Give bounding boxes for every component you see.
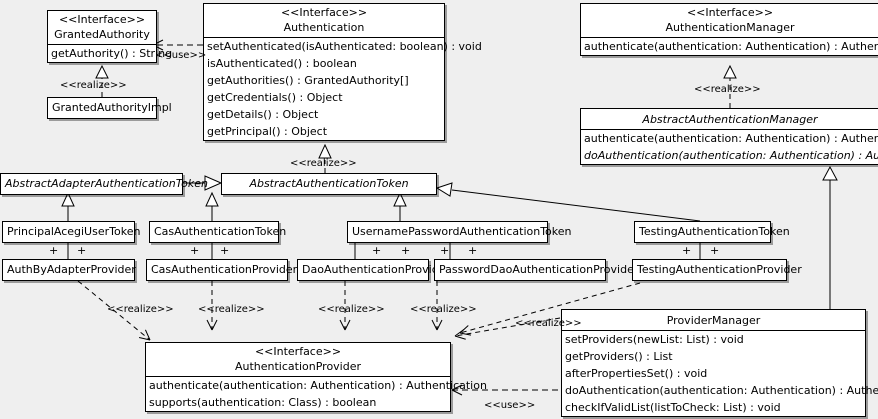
- class-name-username-password-authentication-token: UsernamePasswordAuthenticationToken: [352, 225, 572, 238]
- compartment-divider: [48, 44, 156, 45]
- multiplicity-marker: +: [682, 244, 692, 257]
- operation-get-authorities: getAuthorities() : GrantedAuthority[]: [207, 74, 409, 87]
- operation-do-authentication: doAuthentication(authentication: Authent…: [584, 149, 878, 162]
- class-name-dao-authentication-provider: DaoAuthenticationProvider: [302, 263, 450, 276]
- class-box-username-password-authentication-token[interactable]: UsernamePasswordAuthenticationToken: [347, 221, 572, 243]
- class-box-testing-authentication-token[interactable]: TestingAuthenticationToken: [634, 221, 790, 243]
- class-box-provider-manager[interactable]: ProviderManager setProviders(newList: Li…: [561, 309, 878, 417]
- class-name-auth-by-adapter-provider: AuthByAdapterProvider: [7, 263, 136, 276]
- operation-after-properties-set: afterPropertiesSet() : void: [565, 367, 708, 380]
- multiplicity-marker: +: [190, 244, 200, 257]
- operation-set-authenticated: setAuthenticated(isAuthenticated: boolea…: [207, 40, 482, 53]
- operation-get-principal: getPrincipal() : Object: [207, 125, 328, 138]
- multiplicity-marker: +: [710, 244, 720, 257]
- operation-supports: supports(authentication: Class) : boolea…: [149, 396, 377, 409]
- class-box-auth-by-adapter-provider[interactable]: AuthByAdapterProvider: [2, 259, 136, 281]
- class-name-abstract-authentication-token: AbstractAuthenticationToken: [249, 177, 409, 190]
- multiplicity-marker: +: [440, 244, 450, 257]
- class-name-abstract-adapter-authentication-token: AbstractAdapterAuthenticationToken: [5, 177, 208, 190]
- operation-get-credentials: getCredentials() : Object: [207, 91, 343, 104]
- operation-set-providers: setProviders(newList: List) : void: [565, 333, 744, 346]
- multiplicity-marker: +: [77, 244, 87, 257]
- operation-do-authentication: doAuthentication(authentication: Authent…: [565, 384, 878, 397]
- class-box-abstract-adapter-authentication-token[interactable]: AbstractAdapterAuthenticationToken: [0, 173, 208, 195]
- operation-authenticate: authenticate(authentication: Authenticat…: [149, 379, 487, 392]
- compartment-divider: [146, 376, 450, 377]
- operation-get-providers: getProviders() : List: [565, 350, 673, 363]
- operations-compartment: setProviders(newList: List) : void getPr…: [562, 331, 878, 416]
- stereotype-interface: <<Interface>>: [254, 345, 342, 358]
- operations-compartment: authenticate(authentication: Authenticat…: [581, 38, 878, 55]
- class-name-testing-authentication-provider: TestingAuthenticationProvider: [637, 263, 802, 276]
- class-name-provider-manager: ProviderManager: [666, 314, 761, 327]
- relationship-label-realize-cas-authentication-provider: <<realize>>: [198, 304, 265, 315]
- compartment-divider: [581, 37, 878, 38]
- class-name-cas-authentication-provider: CasAuthenticationProvider: [151, 263, 298, 276]
- class-name-principal-acegi-user-token: PrincipalAcegiUserToken: [7, 225, 141, 238]
- class-name-authentication: Authentication: [283, 21, 365, 34]
- compartment-divider: [204, 37, 444, 38]
- class-name-authentication-provider: AuthenticationProvider: [234, 360, 362, 373]
- relationship-label-realize-password-dao-authentication-provider: <<realize>>: [410, 304, 477, 315]
- operation-get-details: getDetails() : Object: [207, 108, 319, 121]
- operations-compartment: getAuthority() : String: [48, 45, 173, 62]
- class-name-granted-authority-impl: GrantedAuthorityImpl: [52, 101, 172, 114]
- relationship-label-realize-testing-authentication-provider: <<realize>>: [515, 318, 582, 329]
- relationship-label-realize-abstract-authentication-token: <<realize>>: [290, 158, 357, 169]
- stereotype-interface: <<Interface>>: [686, 6, 774, 19]
- multiplicity-marker: +: [220, 244, 230, 257]
- operation-is-authenticated: isAuthenticated() : boolean: [207, 57, 357, 70]
- class-name-cas-authentication-token: CasAuthenticationToken: [154, 225, 287, 238]
- class-box-abstract-authentication-token[interactable]: AbstractAuthenticationToken: [221, 173, 437, 195]
- multiplicity-marker: +: [372, 244, 382, 257]
- class-box-testing-authentication-provider[interactable]: TestingAuthenticationProvider: [632, 259, 802, 281]
- relationship-label-realize-granted-authority-impl: <<realize>>: [60, 80, 127, 91]
- relationship-label-use-granted-authority: <<use>>: [155, 50, 207, 61]
- class-box-cas-authentication-provider[interactable]: CasAuthenticationProvider: [146, 259, 298, 281]
- class-name-abstract-authentication-manager: AbstractAuthenticationManager: [642, 113, 818, 126]
- class-box-cas-authentication-token[interactable]: CasAuthenticationToken: [149, 221, 287, 243]
- class-name-granted-authority: GrantedAuthority: [54, 28, 150, 41]
- stereotype-interface: <<Interface>>: [58, 13, 146, 26]
- class-box-granted-authority-impl[interactable]: GrantedAuthorityImpl: [47, 97, 172, 119]
- class-box-dao-authentication-provider[interactable]: DaoAuthenticationProvider: [297, 259, 450, 281]
- class-box-authentication-provider[interactable]: <<Interface>> AuthenticationProvider aut…: [145, 342, 487, 412]
- class-name-password-dao-authentication-provider: PasswordDaoAuthenticationProvider: [439, 263, 639, 276]
- class-box-authentication-manager[interactable]: <<Interface>> AuthenticationManager auth…: [580, 3, 878, 56]
- class-box-password-dao-authentication-provider[interactable]: PasswordDaoAuthenticationProvider: [434, 259, 639, 281]
- relationship-label-use-provider-manager: <<use>>: [484, 400, 536, 411]
- class-name-authentication-manager: AuthenticationManager: [665, 21, 795, 34]
- class-box-principal-acegi-user-token[interactable]: PrincipalAcegiUserToken: [2, 221, 141, 243]
- operation-check-if-valid-list: checkIfValidList(listToCheck: List) : vo…: [565, 401, 781, 414]
- class-box-authentication[interactable]: <<Interface>> Authentication setAuthenti…: [203, 3, 482, 141]
- multiplicity-marker: +: [49, 244, 59, 257]
- operations-compartment: setAuthenticated(isAuthenticated: boolea…: [204, 38, 482, 140]
- operation-get-authority: getAuthority() : String: [51, 47, 173, 60]
- operations-compartment: authenticate(authentication: Authenticat…: [146, 377, 487, 411]
- relationship-label-realize-auth-by-adapter-provider: <<realize>>: [107, 304, 174, 315]
- multiplicity-marker: +: [401, 244, 411, 257]
- compartment-divider: [581, 129, 878, 130]
- class-box-granted-authority[interactable]: <<Interface>> GrantedAuthority getAuthor…: [47, 10, 173, 63]
- class-name-testing-authentication-token: TestingAuthenticationToken: [639, 225, 790, 238]
- operation-authenticate: authenticate(authentication: Authenticat…: [584, 132, 878, 145]
- multiplicity-marker: +: [468, 244, 478, 257]
- stereotype-interface: <<Interface>>: [280, 6, 368, 19]
- compartment-divider: [562, 330, 865, 331]
- operations-compartment: authenticate(authentication: Authenticat…: [581, 130, 878, 164]
- operation-authenticate: authenticate(authentication: Authenticat…: [584, 40, 878, 53]
- class-box-abstract-authentication-manager[interactable]: AbstractAuthenticationManager authentica…: [580, 108, 878, 165]
- relationship-label-realize-dao-authentication-provider: <<realize>>: [318, 304, 385, 315]
- relationship-label-realize-abstract-authentication-manager: <<realize>>: [694, 84, 761, 95]
